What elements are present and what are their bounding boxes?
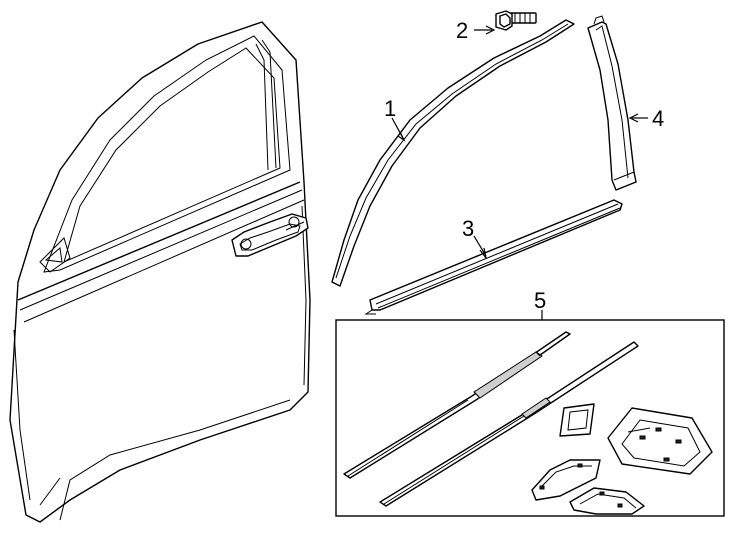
part-2-bolt — [495, 10, 537, 31]
part-5-kit-box — [335, 319, 725, 517]
small-clip-2 — [569, 487, 645, 515]
callout-3: 3 — [462, 216, 474, 241]
tape-strip-2 — [379, 341, 639, 507]
front-door-illustration — [9, 21, 311, 523]
callout-4: 4 — [652, 106, 664, 131]
part-1-frame-moulding — [331, 19, 575, 287]
large-clip-plate — [607, 407, 713, 475]
part-3-belt-moulding — [364, 199, 623, 315]
square-pad — [559, 403, 595, 437]
tape-strip-1 — [343, 331, 571, 479]
callout-2: 2 — [456, 18, 468, 43]
small-clip-1 — [531, 459, 601, 501]
door-handle — [231, 213, 309, 257]
callout-5: 5 — [534, 288, 546, 313]
part-4-pillar-garnish — [587, 15, 637, 191]
leader-lines — [391, 25, 648, 320]
callout-1: 1 — [384, 96, 396, 121]
